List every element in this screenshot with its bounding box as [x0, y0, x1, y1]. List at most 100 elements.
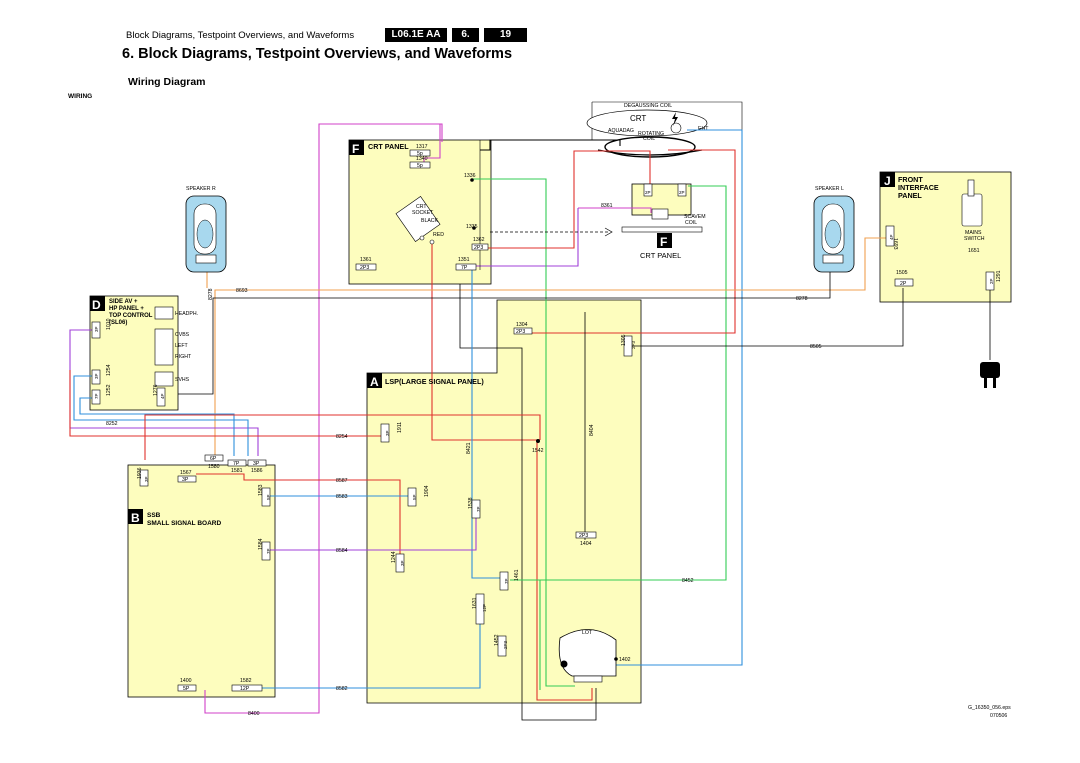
- coil-label: COIL: [643, 136, 655, 142]
- p1936: 3P: [144, 476, 149, 482]
- wire-8693: [214, 237, 888, 455]
- lsp-board: [366, 299, 642, 704]
- crt-panel-name-2: CRT PANEL: [640, 251, 681, 260]
- p1911: 3P: [385, 430, 390, 436]
- c1336: 1336: [464, 173, 476, 179]
- left-label: LEFT: [175, 343, 189, 349]
- scavem-label: SCAVEM: [684, 214, 706, 220]
- block-letter-a: A: [370, 375, 379, 389]
- scavem-p1: 2P: [645, 190, 651, 195]
- footer-file: G_16350_056.eps: [968, 705, 1011, 711]
- p1361: 2P3: [360, 265, 369, 271]
- wiring-label: WIRING: [68, 93, 93, 100]
- wire-green-1336: [472, 178, 575, 687]
- aquadag-label: AQUADAG: [608, 128, 634, 134]
- block-letter-j: J: [884, 174, 891, 188]
- c1936: 1936: [137, 467, 143, 479]
- p1291: 2P: [989, 278, 994, 284]
- c1335: 1335: [466, 224, 478, 230]
- side-w8278: 8278: [208, 288, 214, 300]
- c1904: 1904: [424, 485, 430, 497]
- c1361: 1361: [360, 257, 372, 263]
- c1244: 1244: [391, 551, 397, 563]
- dashed-arrow: [604, 227, 613, 237]
- headph-label: HEADPH.: [175, 311, 198, 317]
- page-title: 6. Block Diagrams, Testpoint Overviews, …: [122, 46, 513, 62]
- degaussing-label: DEGAUSSING COIL: [624, 103, 672, 109]
- c1305: 1305: [621, 334, 627, 346]
- right-label: RIGHT: [175, 354, 192, 360]
- w8582: 8582: [336, 686, 348, 692]
- socket-line2: SOCKET: [412, 210, 434, 216]
- c1631: 1631: [472, 597, 478, 609]
- wire-8278: [178, 268, 831, 395]
- c1584: 1584: [258, 538, 264, 550]
- rotating-label: ROTATING: [638, 131, 664, 137]
- c1911: 1911: [397, 422, 403, 433]
- page-badge: 19: [484, 28, 527, 42]
- chapter-badge: 6.: [452, 28, 479, 42]
- w8584: 8584: [336, 548, 348, 554]
- p1351: 7P: [461, 265, 468, 271]
- side-line1: SIDE AV +: [109, 299, 138, 305]
- p1317: 5p: [417, 151, 423, 157]
- w8452: 8452: [682, 578, 694, 584]
- side-line4: (SL06): [109, 320, 127, 326]
- scavem-coil: COIL: [685, 220, 697, 226]
- w8252: 8252: [106, 421, 118, 427]
- p1340: 5p: [417, 163, 423, 169]
- block-letter-f: F: [352, 142, 359, 156]
- c1581: 1581: [231, 468, 243, 474]
- section-subtitle: Wiring Diagram: [128, 76, 206, 88]
- w8421: 8421: [466, 442, 472, 454]
- p1580: 6P: [210, 456, 217, 462]
- wire-8587: [196, 473, 401, 556]
- wire-red-right: [530, 149, 736, 334]
- w8404: 8404: [589, 424, 595, 436]
- crt-panel-name: CRT PANEL: [368, 142, 409, 151]
- ssb-line1: SSB: [147, 512, 161, 519]
- wire-8584: [268, 512, 477, 551]
- c1317: 1317: [416, 144, 428, 150]
- w8587: 8587: [336, 478, 348, 484]
- speaker-r-label: SPEAKER R: [186, 186, 216, 192]
- lot-label: LOT: [582, 630, 593, 636]
- c1693: 1693: [892, 238, 898, 250]
- c1505: 1505: [896, 270, 908, 276]
- front-line2: INTERFACE: [898, 183, 939, 192]
- wire-blue-eht: [614, 129, 743, 666]
- front-line3: PANEL: [898, 191, 922, 200]
- p1567: 3P: [182, 477, 189, 483]
- p1452: 2P3: [503, 640, 508, 649]
- p1362: 2P3: [474, 245, 483, 251]
- p1584: 7P: [266, 548, 271, 554]
- wire-red-lot: [431, 243, 593, 701]
- mains-line2: SWITCH: [964, 236, 985, 242]
- ssb-board: [127, 464, 276, 698]
- header-text: Block Diagrams, Testpoint Overviews, and…: [126, 30, 355, 41]
- mains-switch: [961, 179, 983, 227]
- c1351: 1351: [458, 257, 470, 263]
- wire-8505: [630, 288, 904, 347]
- p1582: 12P: [240, 686, 250, 692]
- wire-red-1362: [487, 150, 651, 249]
- cvbs-label: CVBS: [175, 332, 190, 338]
- speaker-l-label: SPEAKER L: [815, 186, 844, 192]
- side-line3: TOP CONTROL: [109, 313, 153, 319]
- footer-date: 070506: [990, 713, 1007, 719]
- c1651: 1651: [968, 248, 980, 254]
- c1254: 1254: [106, 364, 112, 376]
- c1276: 1276: [153, 384, 159, 396]
- red-label: RED: [433, 232, 444, 238]
- block-letter-b: B: [131, 511, 140, 525]
- p1304: 2P3: [516, 329, 525, 335]
- eht-label: EHT: [698, 126, 709, 132]
- p1305: 2P3: [631, 340, 636, 349]
- c1010: 1010: [106, 318, 112, 330]
- p1461: 7P: [504, 578, 509, 584]
- mains-plug-icon: [980, 362, 1000, 388]
- c1542: 1542: [532, 448, 544, 454]
- wire-8254: [69, 370, 384, 437]
- wire-8361: [578, 207, 652, 213]
- c1404: 1404: [580, 541, 592, 547]
